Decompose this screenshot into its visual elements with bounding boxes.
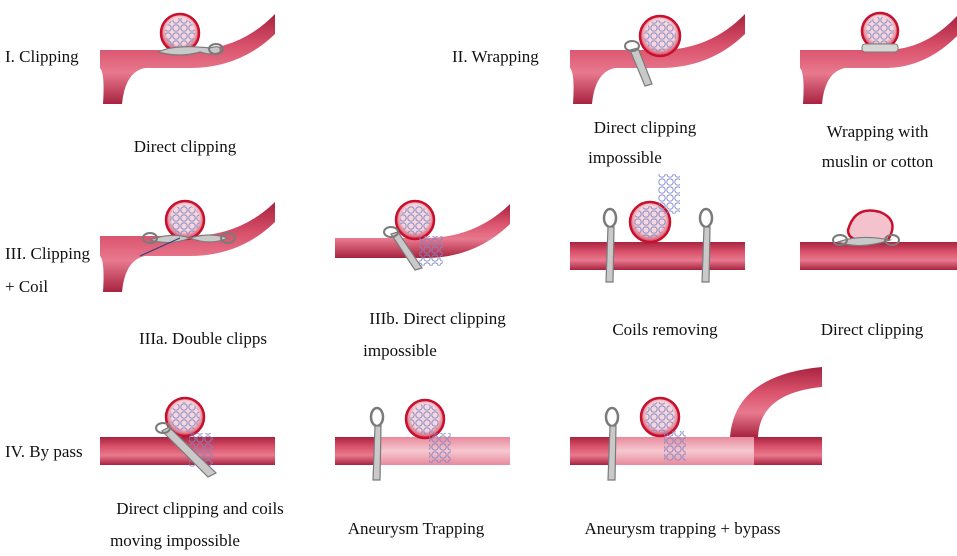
caption-trapping-bypass: Aneurysm trapping + bypass xyxy=(584,519,781,538)
caption-wrap-b-line1: Wrapping with xyxy=(826,122,929,141)
diagram-wrapping-clip-impossible xyxy=(570,14,745,104)
diagram-aneurysm-trapping xyxy=(335,398,510,481)
diagram-trapping-bypass xyxy=(570,367,822,481)
caption-bypass-line2: moving impossible xyxy=(110,531,240,550)
diagram-coils-removing xyxy=(570,174,745,283)
caption-iiib-line2: impossible xyxy=(363,341,437,360)
caption-bypass-line1: Direct clipping and coils xyxy=(116,499,284,518)
caption-wrap-a-line2: impossible xyxy=(588,148,662,167)
diagram-clip-coil-impossible xyxy=(335,199,510,271)
diagram-wrapping-muslin xyxy=(800,11,957,104)
row-label-clipping-coil-2: + Coil xyxy=(5,277,49,296)
caption-iiia: IIIa. Double clipps xyxy=(139,329,267,348)
caption-direct-clipping: Direct clipping xyxy=(133,137,237,156)
row-label-clipping: I. Clipping xyxy=(5,47,79,66)
diagram-direct-clipping-empty-sac xyxy=(800,209,957,270)
caption-coils-removing: Coils removing xyxy=(612,320,718,339)
row-label-wrapping: II. Wrapping xyxy=(452,47,539,66)
caption-wrap-a-line1: Direct clipping xyxy=(593,118,697,137)
caption-trapping: Aneurysm Trapping xyxy=(347,519,485,538)
row-label-bypass: IV. By pass xyxy=(5,442,83,461)
caption-direct-clipping-2: Direct clipping xyxy=(820,320,924,339)
diagram-bypass-clip-impossible xyxy=(100,396,275,478)
diagram-double-clipps xyxy=(100,199,275,292)
caption-wrap-b-line2: muslin or cotton xyxy=(821,152,934,171)
row-label-clipping-coil-1: III. Clipping xyxy=(5,244,90,263)
caption-iiib-line1: IIIb. Direct clipping xyxy=(369,309,506,328)
diagram-direct-clipping xyxy=(100,12,275,104)
